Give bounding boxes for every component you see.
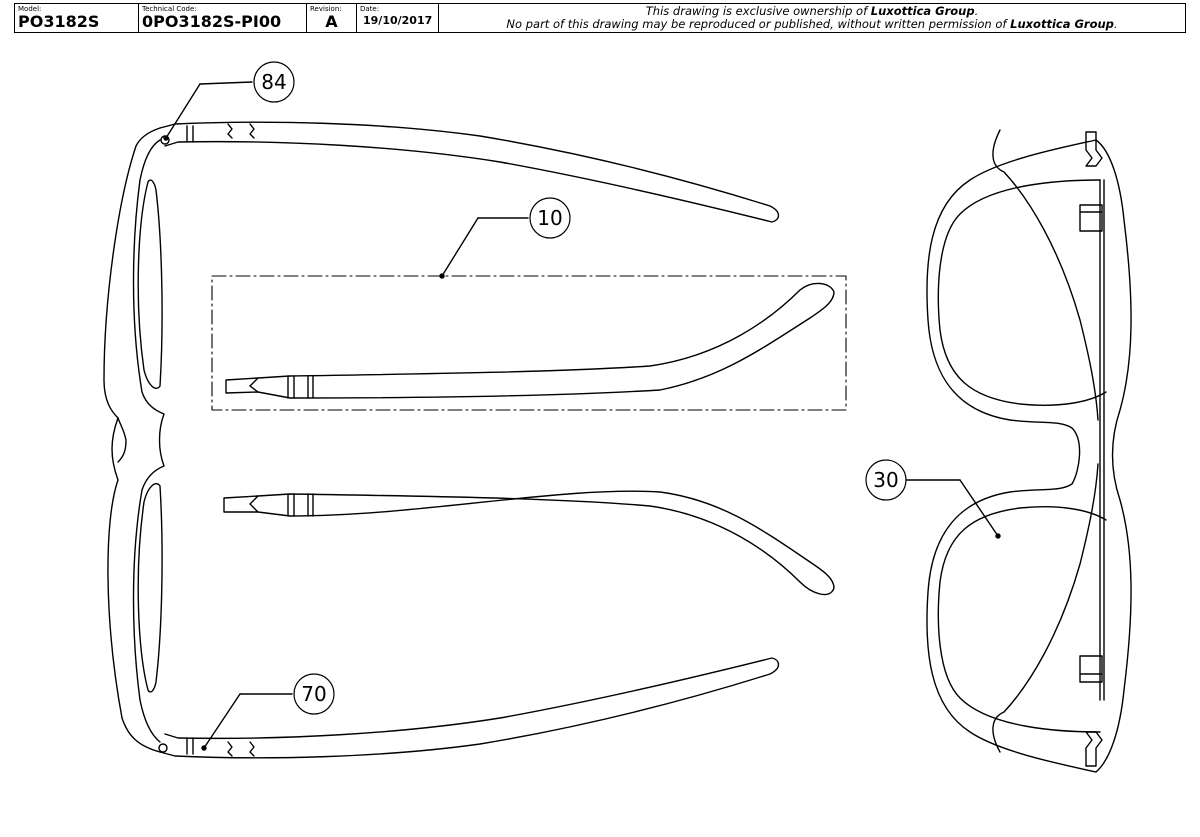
notice-line-2: No part of this drawing may be reproduce… — [439, 18, 1185, 31]
notice-line-1: This drawing is exclusive ownership of L… — [439, 5, 1185, 18]
front-right-edge — [1095, 139, 1132, 773]
top-temple-notch-2 — [249, 123, 255, 139]
callout-30-leader-2 — [959, 479, 999, 537]
front-temple-lower — [992, 463, 1099, 753]
callout-70-dot — [201, 745, 207, 751]
callout-10-label: 10 — [537, 206, 562, 230]
callout-70: 70 — [201, 673, 335, 751]
callout-30: 30 — [865, 459, 1001, 539]
callout-70-leader-2 — [203, 693, 241, 749]
side-temple — [223, 490, 835, 596]
front-tip-top — [1085, 131, 1103, 167]
callout-84-leader-2 — [165, 83, 201, 139]
front-hinge-block-upper — [1079, 204, 1103, 232]
callout-10: 10 — [439, 197, 571, 279]
top-temple-notch — [227, 123, 233, 139]
temple-detail-frame — [211, 275, 847, 411]
callout-30-label: 30 — [873, 468, 898, 492]
callout-70-bubble — [293, 673, 335, 715]
bottom-temple-notch — [227, 741, 233, 757]
callout-84-leader — [199, 81, 253, 85]
front-tip-bottom — [1085, 731, 1103, 767]
technical-code-cell: Technical Code: 0PO3182S-PI00 — [139, 4, 307, 32]
front-view — [926, 129, 1132, 773]
side-temple-tip — [223, 495, 259, 513]
top-temple-outer — [159, 121, 780, 223]
bottom-temple-notch-2 — [249, 741, 255, 757]
callout-30-dot — [995, 533, 1001, 539]
frame-front-inner — [132, 139, 165, 743]
bottom-hinge-screw — [158, 743, 168, 753]
technical-code-value: 0PO3182S-PI00 — [142, 12, 282, 31]
title-block: Model: PO3182S Technical Code: 0PO3182S-… — [14, 3, 1186, 33]
callout-84-bubble — [253, 61, 295, 103]
callout-84-dot — [163, 135, 169, 141]
notice-line-1-end: . — [974, 4, 979, 18]
callout-10-dot — [439, 273, 445, 279]
revision-value: A — [325, 12, 338, 31]
frame-front-outer — [103, 127, 161, 753]
side-temple-arm — [257, 490, 835, 596]
bottom-temple-outer — [159, 657, 780, 759]
model-cell: Model: PO3182S — [15, 4, 139, 32]
notice-line-1-brand: Luxottica Group — [870, 4, 975, 18]
side-temple-detail — [225, 282, 835, 399]
top-view-bridge — [117, 417, 127, 463]
front-temple-upper — [992, 129, 1099, 421]
front-upper-rim-inner — [937, 179, 1107, 406]
date-value: 19/10/2017 — [363, 14, 433, 27]
callout-84-label: 84 — [261, 70, 286, 94]
side-temple-detail-arm — [257, 282, 835, 399]
front-upper-rim-outer — [926, 139, 1097, 773]
revision-label: Revision: — [310, 5, 342, 13]
technical-code-label: Technical Code: — [142, 5, 197, 13]
model-value: PO3182S — [18, 12, 100, 31]
notice-line-2-brand: Luxottica Group — [1010, 17, 1114, 31]
side-temple-detail-shape — [225, 377, 259, 394]
top-view-lens-window-lower — [137, 483, 163, 693]
revision-cell: Revision: A — [307, 4, 357, 32]
notice-line-2-end: . — [1113, 17, 1118, 31]
callout-70-label: 70 — [301, 682, 326, 706]
front-lower-rim-inner — [937, 506, 1107, 733]
callout-84: 84 — [163, 61, 295, 141]
date-label: Date: — [360, 5, 380, 13]
callout-10-leader-2 — [441, 217, 479, 277]
front-hinge-block-lower — [1079, 655, 1103, 683]
callout-30-bubble — [865, 459, 907, 501]
top-view-lens-window-upper — [137, 179, 163, 389]
notice-line-2-text: No part of this drawing may be reproduce… — [506, 17, 1011, 31]
callout-10-bubble — [529, 197, 571, 239]
model-label: Model: — [18, 5, 42, 13]
ownership-notice: This drawing is exclusive ownership of L… — [439, 4, 1185, 32]
top-view — [103, 121, 780, 759]
date-cell: Date: 19/10/2017 — [357, 4, 439, 32]
notice-line-1-text: This drawing is exclusive ownership of — [645, 4, 871, 18]
